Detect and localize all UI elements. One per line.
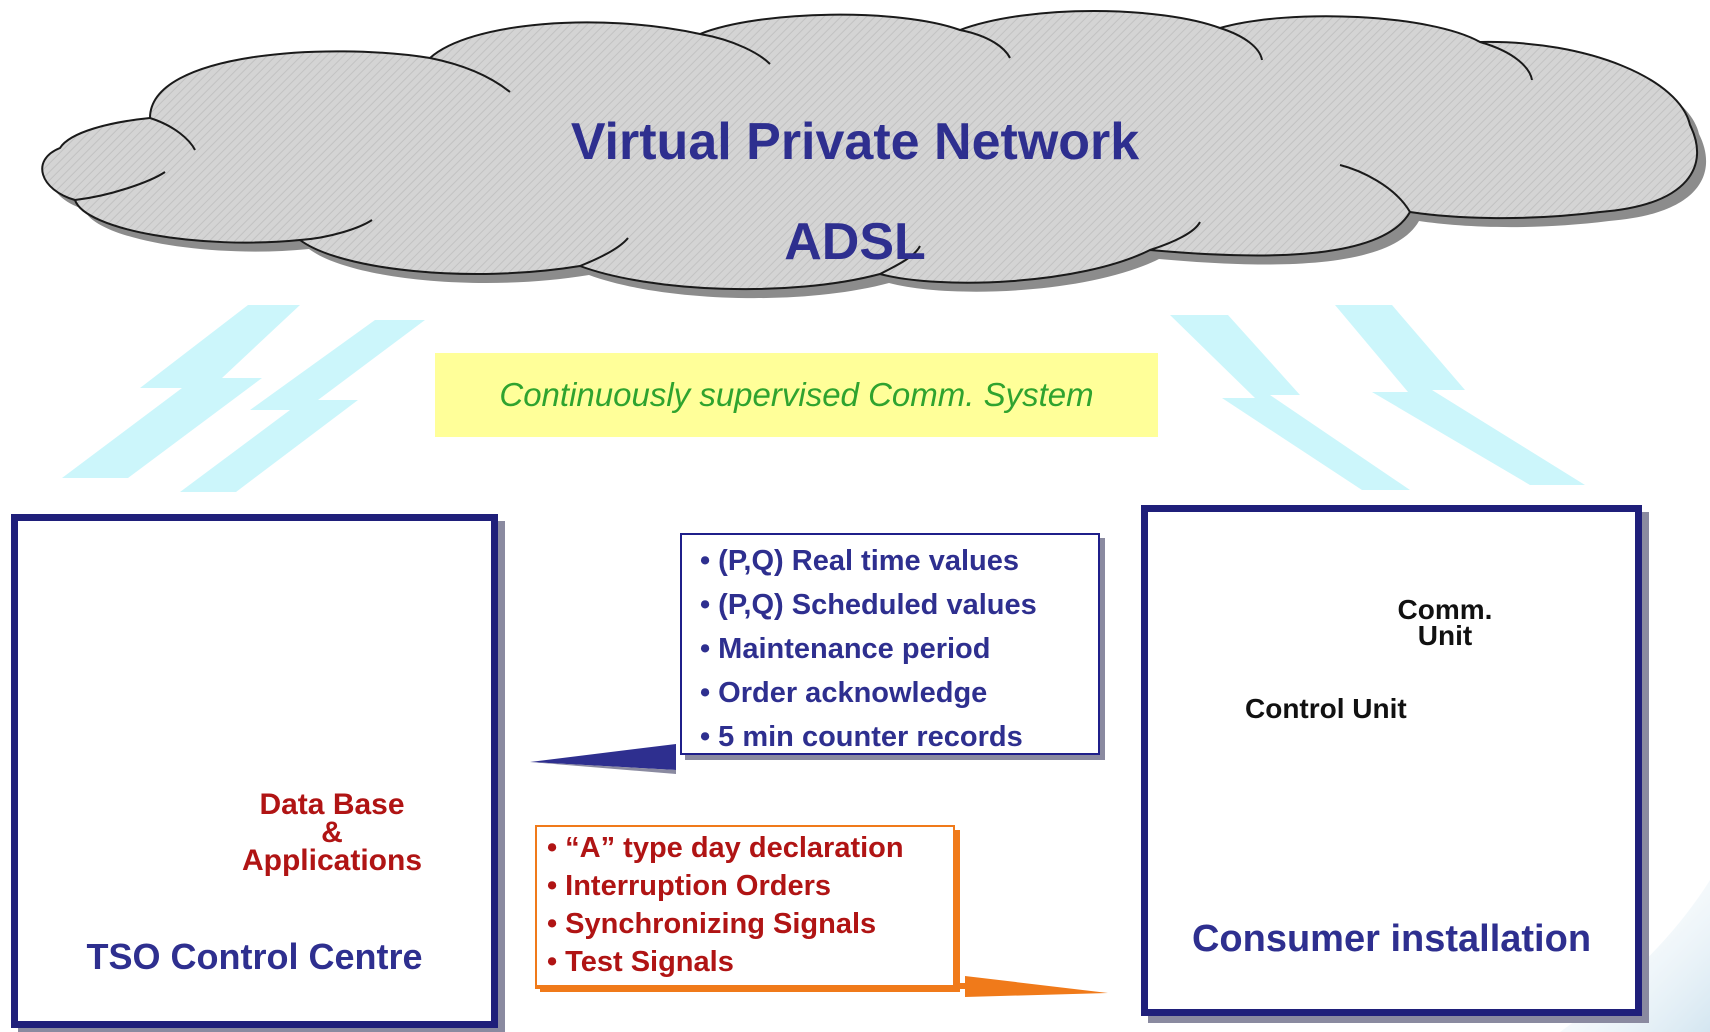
database-label-line3: Applications [241, 844, 422, 877]
list-item: •Test Signals [547, 943, 953, 981]
database-label: Data Base & Applications [236, 788, 428, 877]
list-item: •Order acknowledge [700, 671, 1098, 715]
list-item-text: “A” type day declaration [565, 832, 904, 864]
bullet-icon: • [547, 946, 558, 978]
list-item-text: (P,Q) Real time values [718, 545, 1020, 577]
arrow-to-tso [530, 744, 676, 774]
bullet-icon: • [700, 545, 711, 577]
bullet-icon: • [700, 721, 711, 753]
lightning-bolts [62, 305, 1585, 492]
list-item-text: 5 min counter records [718, 721, 1023, 753]
bullet-icon: • [547, 908, 558, 940]
supervised-banner-text: Continuously supervised Comm. System [499, 376, 1094, 413]
bullet-icon: • [547, 870, 558, 902]
database-label-line1: Data Base [259, 788, 405, 821]
list-item: •Interruption Orders [547, 867, 953, 905]
list-item-text: Synchronizing Signals [565, 908, 877, 940]
list-item: •(P,Q) Real time values [700, 539, 1098, 583]
comm-unit-label: Comm. Unit [1370, 594, 1520, 651]
list-item-text: Interruption Orders [565, 870, 832, 902]
list-item-text: (P,Q) Scheduled values [718, 589, 1037, 621]
to-consumer-message-list: •“A” type day declaration •Interruption … [535, 825, 955, 987]
to-tso-message-list: •(P,Q) Real time values •(P,Q) Scheduled… [680, 533, 1100, 755]
lightning-bolt-left-inner [180, 320, 425, 492]
lightning-bolt-left-outer [62, 305, 300, 478]
list-item-text: Test Signals [565, 946, 734, 978]
tso-panel-title: TSO Control Centre [86, 936, 423, 977]
corner-swoosh [1560, 880, 1710, 1032]
list-item: •(P,Q) Scheduled values [700, 583, 1098, 627]
supervised-banner: Continuously supervised Comm. System [435, 353, 1158, 437]
bullet-icon: • [700, 589, 711, 621]
bullet-icon: • [700, 677, 711, 709]
list-item-text: Order acknowledge [718, 677, 988, 709]
list-item: •Maintenance period [700, 627, 1098, 671]
consumer-panel-title: Consumer installation [1191, 918, 1592, 960]
list-item: •“A” type day declaration [547, 829, 953, 867]
tso-control-centre-panel [11, 514, 498, 1028]
cloud-subtitle: ADSL [784, 213, 926, 271]
vpn-cloud [41, 10, 1707, 299]
list-item-text: Maintenance period [718, 633, 991, 665]
database-label-line2: & [321, 816, 343, 849]
cloud-title: Virtual Private Network [570, 113, 1140, 171]
comm-unit-label-line2: Unit [1417, 620, 1473, 651]
list-item: •5 min counter records [700, 715, 1098, 759]
list-item: •Synchronizing Signals [547, 905, 953, 943]
lightning-bolt-right-inner [1170, 315, 1410, 490]
bullet-icon: • [700, 633, 711, 665]
lightning-bolt-right-outer [1335, 305, 1585, 485]
control-unit-label: Control Unit [1245, 693, 1407, 724]
comm-unit-label-line1: Comm. [1397, 594, 1493, 625]
consumer-installation-panel [1141, 505, 1642, 1016]
bullet-icon: • [547, 832, 558, 864]
